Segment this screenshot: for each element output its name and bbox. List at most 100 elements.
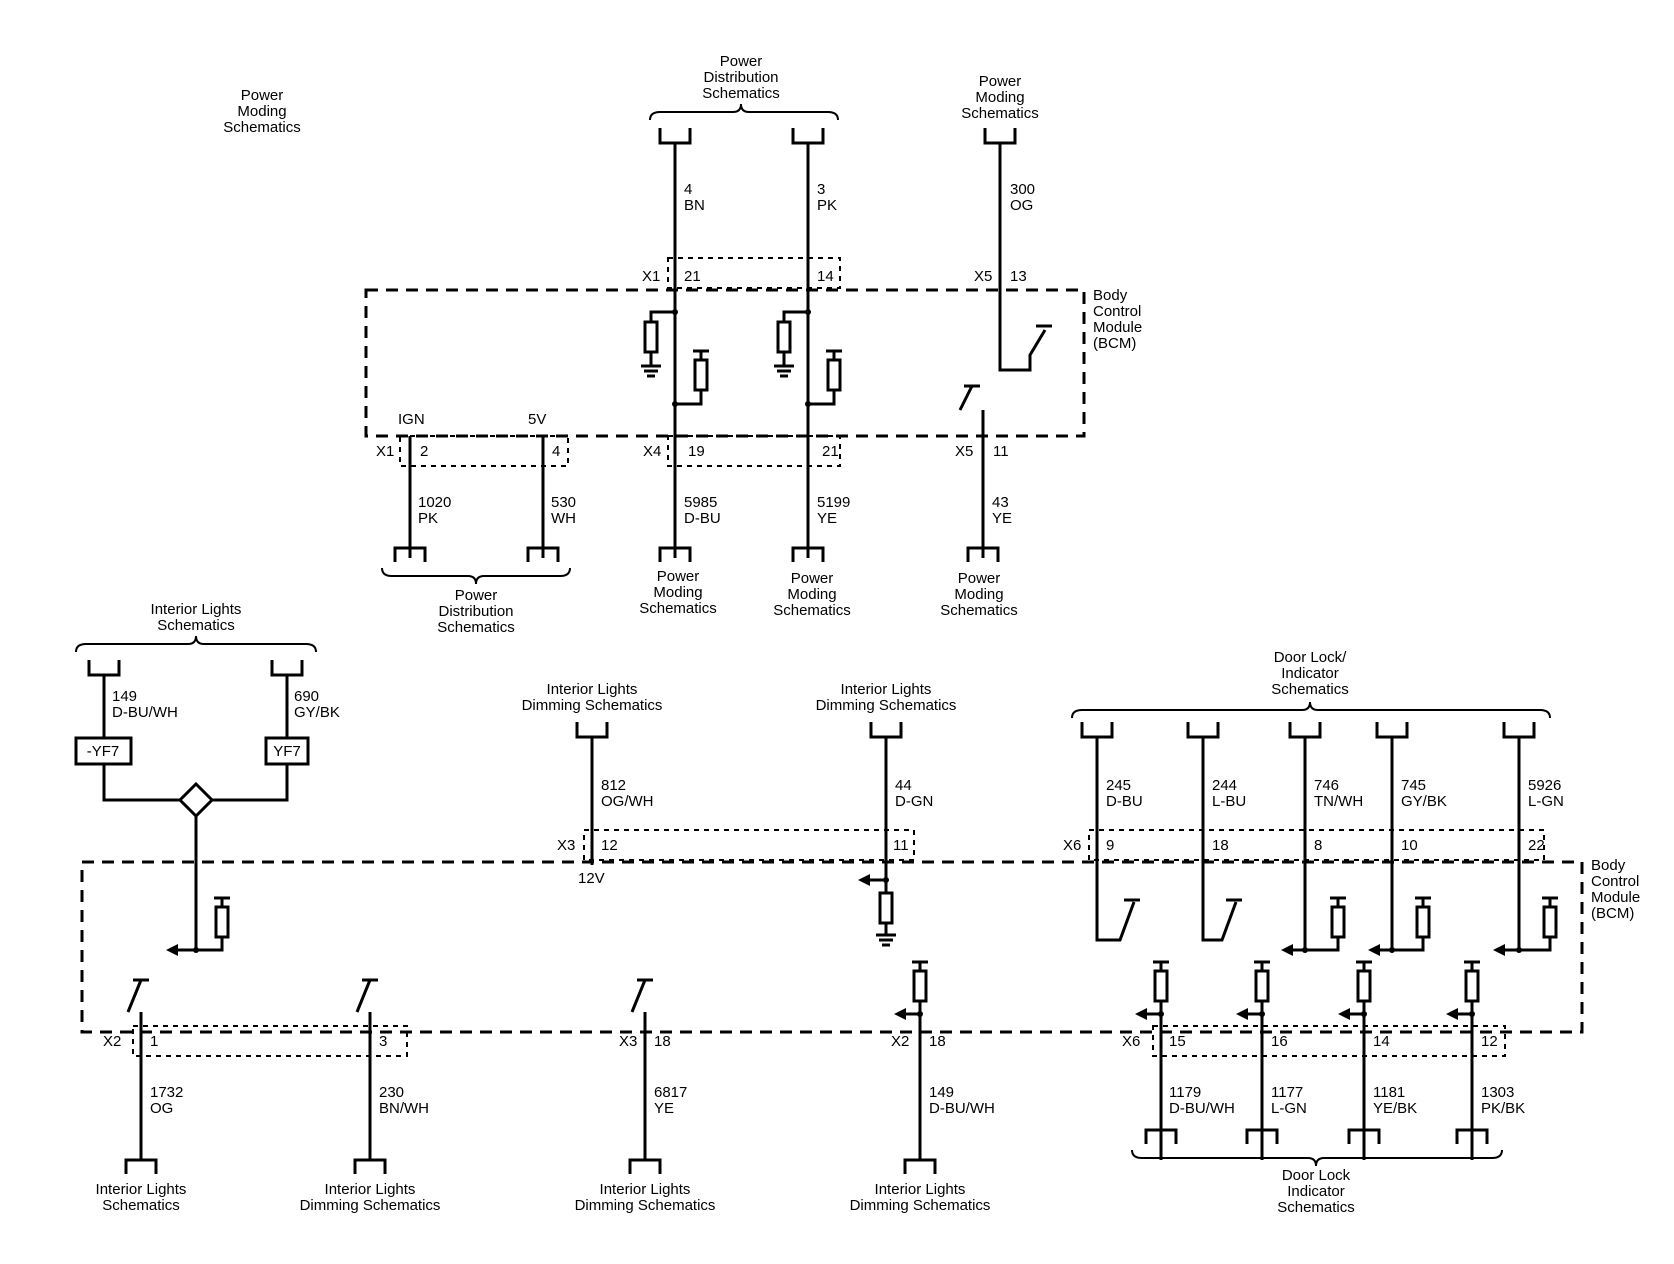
svg-text:Interior Lights: Interior Lights: [875, 1181, 966, 1198]
pin-18b: 18: [654, 1033, 671, 1050]
connector-label-x2-bot: X2: [103, 1033, 121, 1050]
svg-text:Schematics: Schematics: [1271, 681, 1349, 698]
interior-lights-label-top: Interior Lights Schematics: [151, 601, 242, 634]
switch-x2-1: [126, 978, 149, 1160]
svg-text:812: 812: [601, 777, 626, 794]
svg-text:L-BU: L-BU: [1212, 793, 1246, 810]
pullup-resistor-1177: [1236, 960, 1270, 1160]
svg-text:D-BU: D-BU: [684, 510, 721, 527]
connector-x1-mid: [399, 435, 569, 467]
svg-text:L-GN: L-GN: [1271, 1100, 1307, 1117]
terminal-245: [1080, 722, 1114, 739]
connector-label-x3-bot: X3: [619, 1033, 637, 1050]
svg-text:WH: WH: [551, 510, 576, 527]
svg-text:300: 300: [1010, 181, 1035, 198]
svg-text:149: 149: [112, 688, 137, 705]
svg-text:Power: Power: [455, 587, 498, 604]
svg-text:Body: Body: [1093, 287, 1128, 304]
svg-text:(BCM): (BCM): [1093, 335, 1136, 352]
pullup-resistor-diode: [166, 896, 230, 956]
wire-label-44: 44 D-GN: [895, 777, 933, 810]
svg-text:Power: Power: [979, 73, 1022, 90]
svg-text:YE: YE: [992, 510, 1012, 527]
pin-14b: 14: [1373, 1033, 1390, 1050]
svg-text:Interior Lights: Interior Lights: [325, 1181, 416, 1198]
terminal-690: [270, 660, 304, 677]
svg-text:Moding: Moding: [787, 586, 836, 603]
pin-12a: 12: [601, 837, 618, 854]
wire-label-530: 530 WH: [551, 494, 576, 527]
terminal-1732: [124, 1158, 158, 1174]
terminal-1020: [393, 546, 427, 562]
svg-text:BN/WH: BN/WH: [379, 1100, 429, 1117]
svg-text:1020: 1020: [418, 494, 451, 511]
pulldown-resistor-pk: [774, 309, 811, 378]
pin-2: 2: [420, 443, 428, 460]
diode-diamond: [177, 781, 215, 819]
pin-21a: 21: [684, 268, 701, 285]
svg-text:PK: PK: [817, 197, 837, 214]
splice-label-yf7-left: -YF7: [87, 743, 120, 760]
svg-text:Moding: Moding: [653, 584, 702, 601]
pin-11a: 11: [993, 443, 1009, 460]
wire-label-812: 812 OG/WH: [601, 777, 654, 810]
switch-245: [1095, 880, 1140, 942]
terminal-1177: [1245, 1128, 1279, 1144]
wire-label-244: 244 L-BU: [1212, 777, 1246, 810]
switch-og-300: [998, 320, 1052, 372]
pin-18c: 18: [929, 1033, 946, 1050]
svg-text:BN: BN: [684, 197, 705, 214]
svg-text:6817: 6817: [654, 1084, 687, 1101]
wire-label-5199: 5199 YE: [817, 494, 850, 527]
svg-text:Interior Lights: Interior Lights: [151, 601, 242, 618]
svg-text:1181: 1181: [1373, 1084, 1405, 1101]
switch-x2-3: [355, 978, 378, 1160]
terminal-149b: [903, 1158, 937, 1174]
pin-1: 1: [150, 1033, 158, 1050]
pin-18a: 18: [1212, 837, 1229, 854]
svg-text:149: 149: [929, 1084, 954, 1101]
bcm-box-lower: [80, 860, 1584, 1034]
connector-label-x6-bot: X6: [1122, 1033, 1140, 1050]
interior-lights-dimming-label-bottom-2: Interior Lights Dimming Schematics: [575, 1181, 716, 1214]
wire-label-300-og: 300 OG: [1010, 181, 1035, 214]
svg-text:746: 746: [1314, 777, 1339, 794]
svg-text:Schematics: Schematics: [773, 602, 851, 619]
svg-text:Dimming Schematics: Dimming Schematics: [522, 697, 663, 714]
power-distribution-label-top: Power Distribution Schematics: [702, 53, 780, 102]
terminal-1181: [1347, 1128, 1381, 1144]
svg-text:530: 530: [551, 494, 576, 511]
svg-text:Schematics: Schematics: [437, 619, 515, 636]
svg-text:OG: OG: [1010, 197, 1033, 214]
svg-text:1303: 1303: [1481, 1084, 1514, 1101]
power-moding-label-mid3: Power Moding Schematics: [940, 570, 1018, 619]
pulldown-resistor-44: [858, 874, 896, 947]
svg-text:Interior Lights: Interior Lights: [841, 681, 932, 698]
voltage-12v: 12V: [578, 870, 605, 887]
svg-text:Interior Lights: Interior Lights: [600, 1181, 691, 1198]
svg-text:Dimming Schematics: Dimming Schematics: [816, 697, 957, 714]
pin-8: 8: [1314, 837, 1322, 854]
connector-label-x5-top: X5: [974, 268, 992, 285]
svg-text:745: 745: [1401, 777, 1426, 794]
svg-text:Schematics: Schematics: [639, 600, 717, 617]
svg-text:Power: Power: [791, 570, 834, 587]
svg-text:3: 3: [817, 181, 825, 198]
terminal-812: [575, 722, 609, 739]
terminal-230: [353, 1158, 387, 1174]
terminal-5199: [791, 546, 825, 562]
svg-text:GY/BK: GY/BK: [294, 704, 340, 721]
door-lock-indicator-label-bottom: Door Lock Indicator Schematics: [1277, 1167, 1355, 1216]
wire-label-690: 690 GY/BK: [294, 688, 340, 721]
svg-text:5926: 5926: [1528, 777, 1561, 794]
svg-text:D-BU/WH: D-BU/WH: [112, 704, 178, 721]
wire-label-746: 746 TN/WH: [1314, 777, 1363, 810]
pullup-resistor-5926: [1493, 896, 1558, 956]
bcm-box-upper: [364, 288, 1086, 438]
svg-text:Moding: Moding: [954, 586, 1003, 603]
svg-text:1732: 1732: [150, 1084, 183, 1101]
wire-label-1732: 1732 OG: [150, 1084, 183, 1117]
pin-11b: 11: [893, 837, 909, 854]
svg-text:Control: Control: [1591, 873, 1639, 890]
svg-text:Door Lock: Door Lock: [1282, 1167, 1351, 1184]
